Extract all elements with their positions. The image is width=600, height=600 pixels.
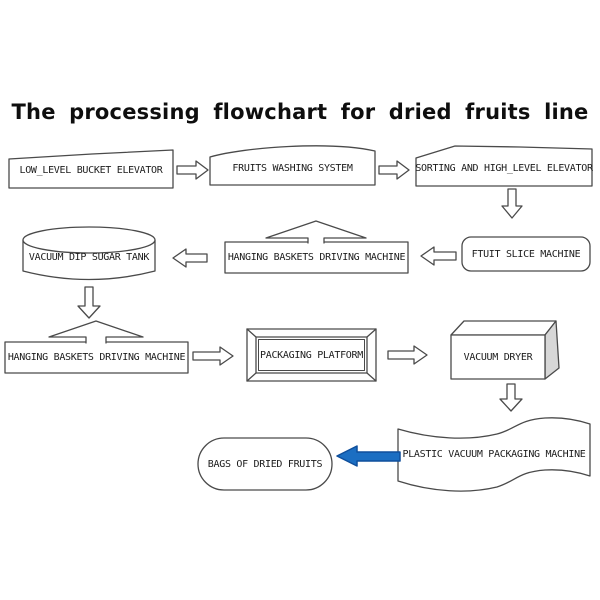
node-plastic-packaging-label: PLASTIC VACUUM PACKAGING MACHINE: [402, 448, 586, 460]
arrow-down-icon: [77, 286, 101, 319]
up-arrow-mask: [266, 221, 366, 244]
arrow-left-icon: [420, 246, 457, 266]
arrow-right-icon: [192, 346, 234, 366]
node-bucket-elevator-shape: [8, 149, 174, 189]
node-sorting-label: SORTING AND HIGH_LEVEL ELEVATOR: [415, 162, 593, 174]
arrow-left-icon: [172, 248, 208, 268]
node-hanging1-shape: [224, 241, 409, 274]
node-bags-shape: [197, 437, 333, 491]
node-packaging-platform-inner2: [258, 339, 365, 371]
node-washing-label: FRUITS WASHING SYSTEM: [232, 163, 353, 174]
page-title: The processing flowchart for dried fruit…: [11, 100, 589, 124]
node-packaging-platform-label: PACKAGING PLATFORM: [260, 349, 363, 361]
node-plastic-packaging-shape: [397, 417, 591, 492]
node-bags-label: BAGS OF DRIED FRUITS: [207, 458, 323, 470]
arrow-down-icon: [501, 188, 523, 219]
node-sugar-tank-label: VACUUM DIP SUGAR TANK: [28, 251, 150, 263]
node-hanging1-label: HANGING BASKETS DRIVING MACHINE: [227, 252, 406, 263]
node-sugar-tank-top: [22, 226, 156, 254]
arrow-right-icon: [176, 160, 209, 180]
up-arrow-icon: [48, 320, 144, 344]
up-arrow-mask: [49, 321, 143, 344]
node-packaging-platform-inner: [255, 336, 368, 374]
node-vacuum-dryer-top: [450, 320, 557, 336]
node-washing-shape: [209, 145, 376, 186]
frame-bevel-lines: [246, 328, 377, 382]
up-arrow-icon: [265, 220, 367, 244]
arrow-right-icon: [378, 160, 410, 180]
blue-arrow-left-icon: [336, 445, 401, 467]
node-hanging2-label: HANGING BASKETS DRIVING MACHINE: [7, 352, 186, 363]
node-slicer-shape: [461, 236, 591, 272]
arrow-right-icon: [387, 345, 428, 365]
node-slicer-label: FTUIT SLICE MACHINE: [471, 248, 581, 260]
node-vacuum-dryer-front: [450, 334, 546, 380]
node-vacuum-dryer-label: VACUUM DRYER: [463, 351, 533, 363]
node-bucket-elevator-label: LOW_LEVEL BUCKET ELEVATOR: [19, 164, 163, 176]
node-sorting-shape: [415, 145, 593, 187]
arrow-down-icon: [499, 383, 523, 412]
